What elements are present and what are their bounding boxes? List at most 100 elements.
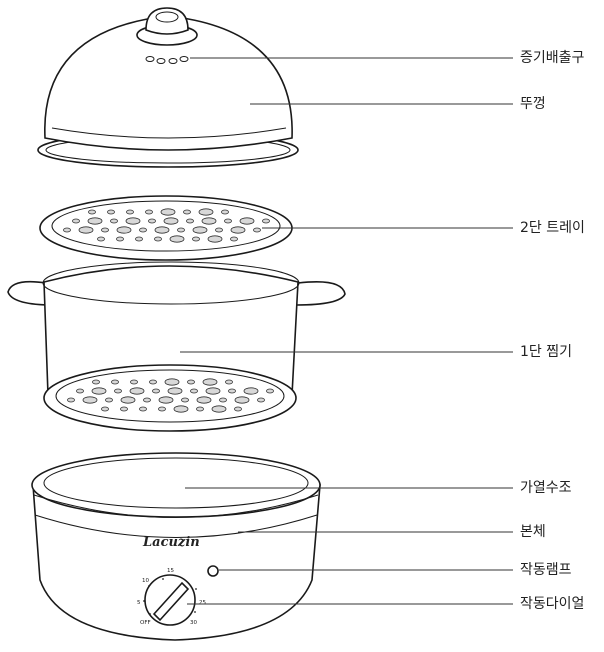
tray-hole — [82, 396, 98, 404]
label-lamp: 작동램프 — [520, 562, 572, 578]
tray-hole — [230, 226, 246, 234]
tray-hole — [114, 388, 122, 394]
tray-hole — [91, 387, 107, 395]
dial-tick-off: OFF — [140, 620, 151, 626]
brand-logo: Lacuzin — [142, 535, 200, 550]
tray-hole — [116, 236, 124, 242]
tray-hole — [228, 388, 236, 394]
label-heating-tank: 가열수조 — [520, 480, 572, 496]
tray-hole — [177, 227, 185, 233]
dial-tick-15: 15 — [167, 568, 174, 574]
tray-hole — [234, 396, 250, 404]
tray-hole — [158, 406, 166, 412]
label-body: 본체 — [520, 524, 546, 540]
steam-vent — [136, 7, 198, 64]
tray-hole — [120, 406, 128, 412]
tray-hole — [110, 218, 118, 224]
tray-hole — [198, 208, 214, 216]
tray-hole — [196, 406, 204, 412]
tray-hole — [149, 379, 157, 385]
label-tray-2: 2단 트레이 — [520, 220, 585, 236]
dial-tick-30: 30 — [190, 620, 197, 626]
tray-hole — [154, 236, 162, 242]
label-lid: 뚜껑 — [520, 96, 546, 112]
tray-hole — [205, 387, 221, 395]
tray-hole — [190, 388, 198, 394]
tray-hole — [143, 397, 151, 403]
tray-hole — [145, 209, 153, 215]
tray-hole — [211, 405, 227, 413]
tray-hole — [234, 406, 242, 412]
tray-hole — [130, 379, 138, 385]
tray-hole — [239, 217, 255, 225]
tray-hole — [202, 378, 218, 386]
tray-hole — [230, 236, 238, 242]
tray-hole — [257, 397, 265, 403]
tray-hole — [76, 388, 84, 394]
tray-hole — [101, 227, 109, 233]
tray-2 — [39, 195, 293, 261]
tray-hole — [164, 378, 180, 386]
base-body: Lacuzin 15 10 5 OFF 25 30 — [31, 452, 321, 641]
tray-hole — [224, 218, 232, 224]
tray-hole — [215, 227, 223, 233]
tray-hole — [148, 218, 156, 224]
steamer-1 — [7, 261, 346, 432]
tray-hole — [139, 227, 147, 233]
label-steamer-1: 1단 찜기 — [520, 344, 572, 360]
tray-hole — [126, 209, 134, 215]
tray-hole — [129, 387, 145, 395]
tray-hole — [196, 396, 212, 404]
tray-hole — [97, 236, 105, 242]
tray-hole — [192, 226, 208, 234]
tray-hole — [152, 388, 160, 394]
tray-hole — [163, 217, 179, 225]
label-dial: 작동다이얼 — [520, 596, 585, 612]
tray-hole — [101, 406, 109, 412]
tray-hole — [88, 209, 96, 215]
tray-hole — [183, 209, 191, 215]
tray-hole — [169, 235, 185, 243]
tray-hole — [139, 406, 147, 412]
tray-hole — [192, 236, 200, 242]
tray-hole — [72, 218, 80, 224]
lid — [37, 15, 299, 168]
tray-hole — [105, 397, 113, 403]
tray-hole — [253, 227, 261, 233]
tray-hole — [187, 379, 195, 385]
tray-hole — [92, 379, 100, 385]
tray-hole — [120, 396, 136, 404]
tray-hole — [201, 217, 217, 225]
dial: 15 10 5 OFF 25 30 — [137, 568, 206, 626]
dial-tick-5: 5 — [137, 600, 141, 606]
tray-hole — [243, 387, 259, 395]
tray-hole — [181, 397, 189, 403]
tray-hole — [135, 236, 143, 242]
tray-hole — [125, 217, 141, 225]
tray-hole — [186, 218, 194, 224]
tray-hole — [221, 209, 229, 215]
dial-tick-10: 10 — [142, 578, 149, 584]
tray-hole — [107, 209, 115, 215]
tray-hole — [78, 226, 94, 234]
tray-hole — [219, 397, 227, 403]
tray-hole — [158, 396, 174, 404]
tray-hole — [266, 388, 274, 394]
tray-hole — [116, 226, 132, 234]
tray-hole — [154, 226, 170, 234]
tray-hole — [262, 218, 270, 224]
tray-hole — [87, 217, 103, 225]
tray-hole — [160, 208, 176, 216]
tray-hole — [225, 379, 233, 385]
label-steam-vent: 증기배출구 — [520, 50, 585, 66]
tray-hole — [63, 227, 71, 233]
dial-tick-25: 25 — [199, 600, 206, 606]
tray-hole — [173, 405, 189, 413]
lamp — [207, 565, 219, 577]
tray-hole — [111, 379, 119, 385]
tray-hole — [67, 397, 75, 403]
tray-hole — [167, 387, 183, 395]
tray-hole — [207, 235, 223, 243]
